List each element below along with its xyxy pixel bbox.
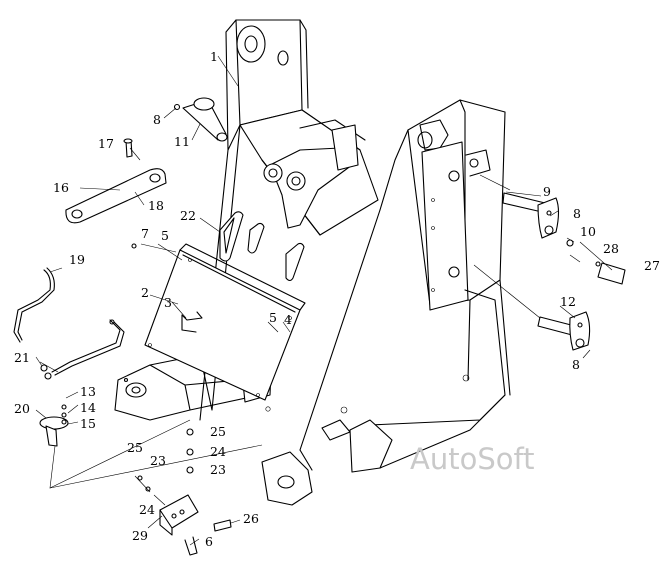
callout-26: 26 bbox=[243, 511, 259, 526]
callout-6: 6 bbox=[205, 534, 213, 549]
callout-27: 27 bbox=[644, 258, 660, 273]
callout-28: 28 bbox=[603, 241, 619, 256]
pin-11 bbox=[173, 97, 228, 142]
callout-23-left: 23 bbox=[150, 453, 166, 468]
callout-25-left: 25 bbox=[127, 440, 143, 455]
callout-8-right: 8 bbox=[573, 206, 581, 221]
bolt-27 bbox=[566, 239, 626, 285]
pin-9 bbox=[502, 192, 560, 239]
callout-7: 7 bbox=[141, 226, 149, 241]
callout-12: 12 bbox=[560, 294, 576, 309]
leader-lines bbox=[35, 55, 613, 546]
callout-13: 13 bbox=[80, 384, 96, 399]
callout-22: 22 bbox=[180, 208, 196, 223]
pin-20 bbox=[39, 404, 69, 447]
callout-2: 2 bbox=[141, 285, 149, 300]
callout-9: 9 bbox=[543, 184, 551, 199]
callout-19: 19 bbox=[69, 252, 85, 267]
main-frame bbox=[114, 19, 511, 506]
callout-17: 17 bbox=[98, 136, 114, 151]
callout-24-left: 24 bbox=[139, 502, 155, 517]
slots-22 bbox=[219, 211, 305, 282]
callout-8-bottom: 8 bbox=[572, 357, 580, 372]
callout-10: 10 bbox=[580, 224, 596, 239]
hoses bbox=[13, 267, 125, 380]
callout-20: 20 bbox=[14, 401, 30, 416]
callout-5-right: 5 bbox=[269, 310, 277, 325]
callout-21: 21 bbox=[14, 350, 30, 365]
link-16 bbox=[65, 138, 167, 224]
callout-23-right: 23 bbox=[210, 462, 226, 477]
callout-8-left: 8 bbox=[153, 112, 161, 127]
callout-16: 16 bbox=[53, 180, 69, 195]
callout-1: 1 bbox=[210, 49, 218, 64]
callout-15: 15 bbox=[80, 416, 96, 431]
callout-25-right: 25 bbox=[210, 424, 226, 439]
fasteners-vertical bbox=[123, 243, 194, 492]
callout-labels: 1 2 3 4 5 5 6 7 8 8 8 9 10 11 12 13 14 1… bbox=[14, 49, 660, 549]
bracket-29 bbox=[159, 494, 232, 556]
callout-29: 29 bbox=[132, 528, 148, 543]
callout-14: 14 bbox=[80, 400, 96, 415]
callout-11: 11 bbox=[174, 134, 190, 149]
callout-24-right: 24 bbox=[210, 444, 226, 459]
pin-12 bbox=[537, 311, 591, 351]
cover-plate bbox=[144, 243, 306, 412]
callout-5-top: 5 bbox=[161, 228, 169, 243]
watermark: AutoSoft bbox=[410, 442, 535, 476]
callout-4: 4 bbox=[284, 312, 292, 327]
callout-18: 18 bbox=[148, 198, 164, 213]
callout-3: 3 bbox=[164, 295, 172, 310]
